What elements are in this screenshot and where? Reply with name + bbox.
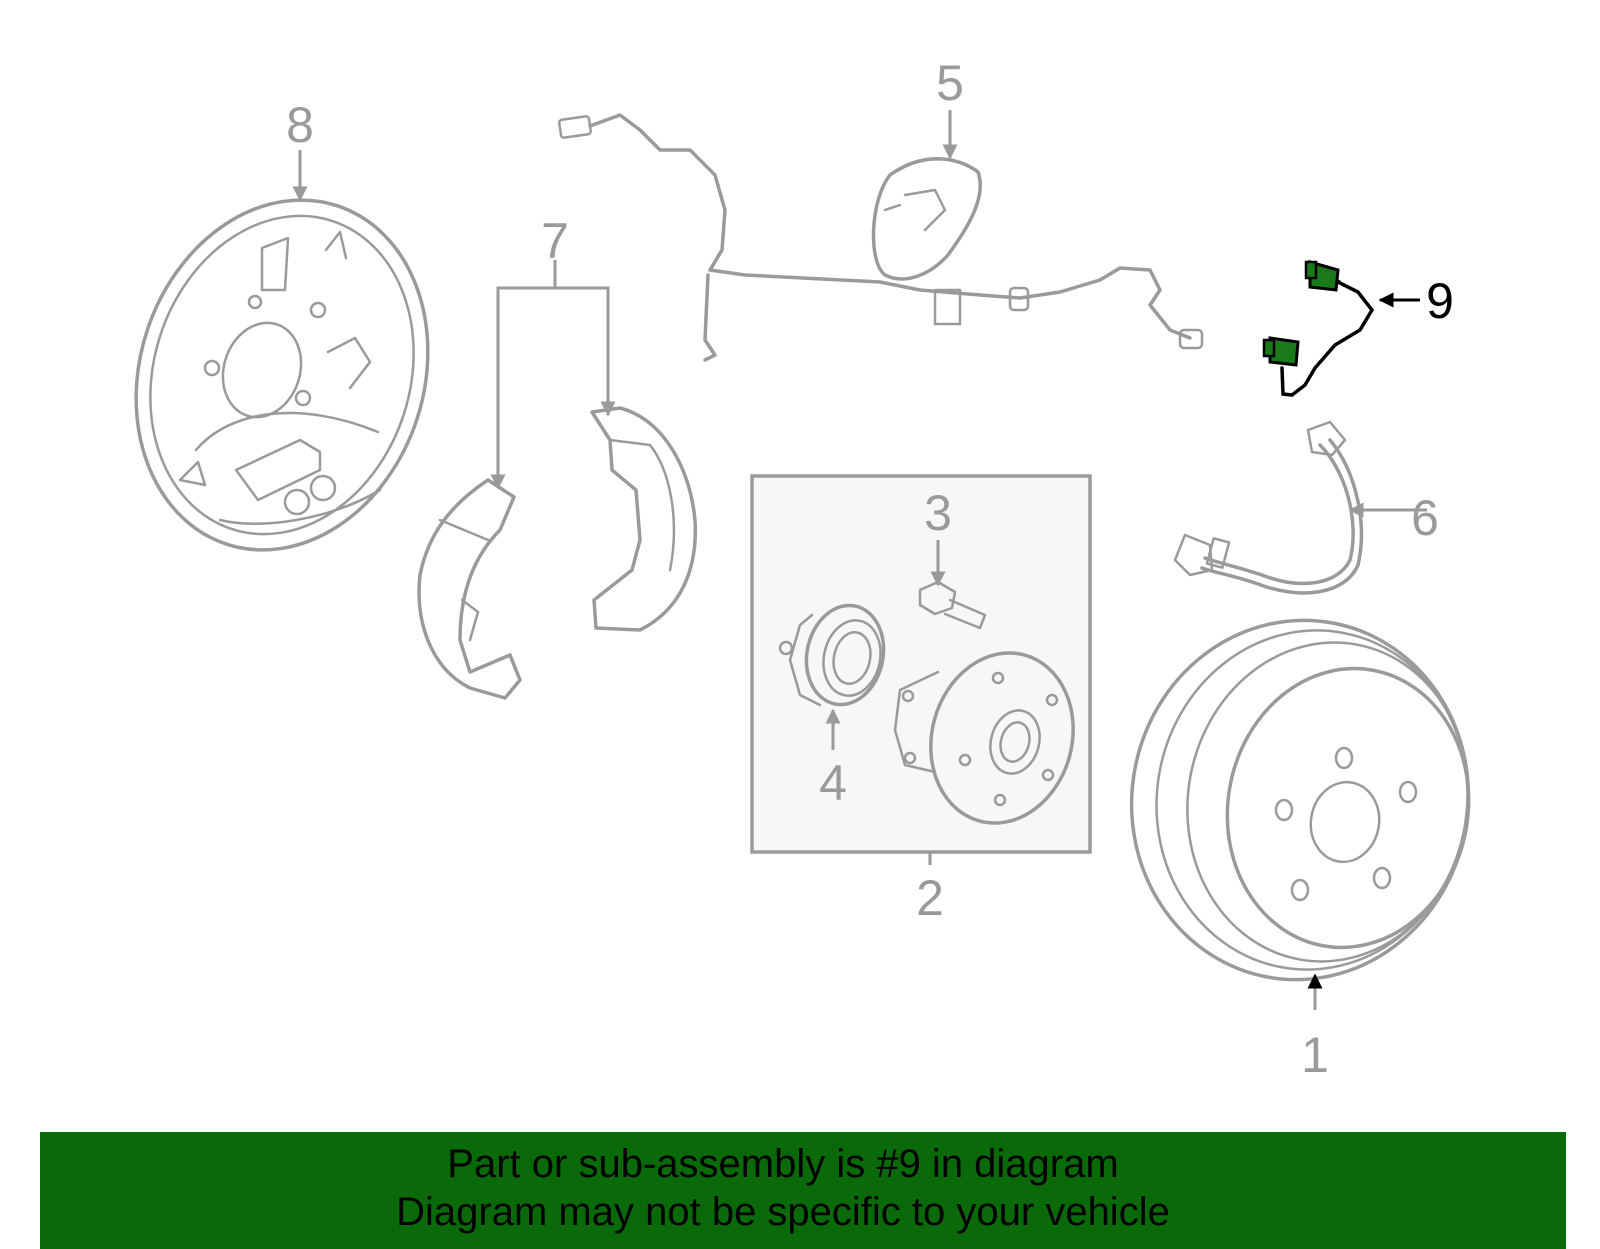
hub-assembly-box [750, 474, 1092, 854]
abs-wire-highlighted-drawing [1262, 260, 1375, 397]
hub-bearing-drawing [778, 603, 886, 707]
leader-lines [292, 110, 1427, 1010]
callout-6: 6 [1411, 490, 1439, 546]
brake-shoes-drawing [417, 406, 698, 700]
banner-line-2: Diagram may not be specific to your vehi… [396, 1190, 1170, 1234]
callout-9: 9 [1426, 273, 1454, 329]
callout-5: 5 [936, 55, 964, 111]
callout-4: 4 [819, 755, 847, 811]
brake-hose-drawing [1173, 420, 1364, 595]
backing-plate-drawing [134, 198, 430, 552]
banner-line-1: Part or sub-assembly is #9 in diagram [447, 1142, 1119, 1186]
green-connector-upper [1304, 260, 1340, 292]
abs-sensor-harness-drawing [558, 113, 1204, 362]
parts-diagram: 1 2 3 4 5 6 7 8 9 [134, 55, 1471, 1083]
callout-3: 3 [924, 485, 952, 541]
callout-2: 2 [916, 870, 944, 926]
info-banner: Part or sub-assembly is #9 in diagram Di… [40, 1132, 1566, 1249]
green-connector-lower [1262, 336, 1300, 367]
callout-7: 7 [541, 213, 569, 269]
callout-8: 8 [286, 97, 314, 153]
hub-flange-drawing [893, 651, 1075, 825]
brake-drum-drawing [1129, 618, 1471, 982]
callout-1: 1 [1301, 1027, 1329, 1083]
